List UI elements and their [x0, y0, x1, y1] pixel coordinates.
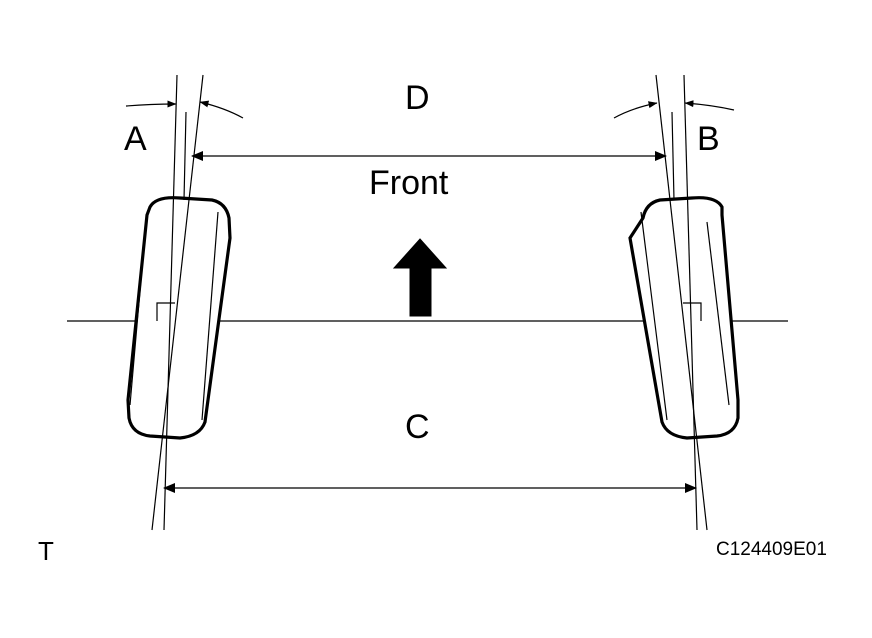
- angle-a-arc-left: [125, 100, 177, 108]
- right-wheel-centerline: [655, 74, 708, 531]
- rear-distance-label: C: [405, 408, 430, 446]
- left-tire-outline: [126, 196, 232, 440]
- angle-b-arc-right: [684, 100, 735, 111]
- right-right-angle-mark: [683, 302, 702, 321]
- front-distance-label: D: [405, 79, 430, 117]
- corner-mark-label: T: [38, 536, 54, 566]
- front-direction-label: Front: [369, 164, 449, 202]
- angle-a-label: A: [124, 120, 147, 158]
- angle-b-arc-left: [613, 101, 658, 119]
- up-arrow-icon: [392, 238, 448, 317]
- left-wheel-centerline: [151, 74, 204, 531]
- angle-a-arc-right: [199, 100, 244, 119]
- right-tread-line-outer: [640, 211, 668, 421]
- right-upper-guide: [671, 111, 675, 201]
- left-right-angle-mark: [156, 302, 175, 321]
- left-tread-line-inner: [129, 221, 147, 406]
- right-tread-line-inner: [706, 221, 730, 406]
- left-tread-line-outer: [201, 211, 219, 421]
- right-tire-outline: [628, 196, 740, 440]
- angle-b-label: B: [697, 120, 720, 158]
- left-upper-guide: [183, 111, 187, 201]
- right-wheel: [628, 196, 740, 440]
- left-wheel: [126, 196, 232, 440]
- figure-code-label: C124409E01: [716, 539, 827, 560]
